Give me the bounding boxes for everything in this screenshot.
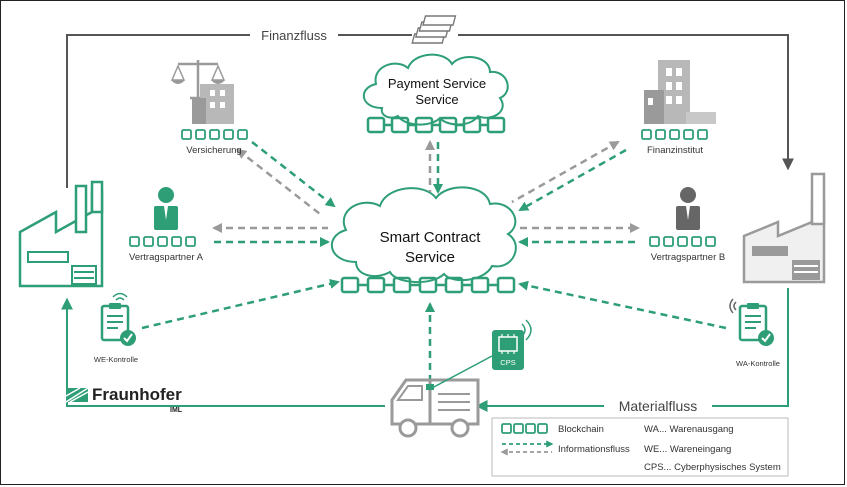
partner-a-blockchain [129, 236, 196, 247]
payment-service-subtitle: Service [415, 92, 458, 107]
info-flow-arrows [141, 140, 727, 382]
smart-contract-subtitle: Service [405, 249, 455, 266]
partner-b-blockchain [649, 236, 716, 247]
we-control-icon [100, 292, 136, 346]
we-control-label: WE-Kontrolle [94, 355, 138, 364]
payment-blockchain [366, 116, 506, 134]
finance-institute-icon [644, 60, 716, 124]
payment-service-title: Payment Service [388, 76, 486, 91]
wa-control-label: WA-Kontrolle [736, 359, 780, 368]
smart-contract-blockchain [340, 276, 516, 294]
brand-name: Fraunhofer [92, 385, 182, 404]
finance-flow-label: Finanzfluss [261, 28, 327, 43]
material-flow-line [61, 288, 789, 412]
wa-control-icon [729, 298, 774, 346]
legend-wa: WA... Warenausgang [644, 424, 734, 435]
insurance-icon [170, 60, 234, 124]
person-a-icon [154, 187, 178, 230]
legend-we: WE... Wareneingang [644, 444, 731, 455]
legend-box: Blockchain Informationsfluss WA... Waren… [491, 417, 789, 477]
person-b-icon [676, 187, 700, 230]
legend-blockchain-label: Blockchain [558, 424, 604, 435]
partner-a-label: Vertragspartner A [129, 252, 204, 263]
material-flow-label: Materialfluss [619, 398, 698, 414]
cps-label: CPS [500, 358, 515, 367]
factory-right-icon [742, 172, 826, 284]
legend-info-flow-swatch [500, 440, 554, 456]
cps-connector [431, 355, 493, 389]
cps-chip-icon [492, 319, 532, 370]
smart-contract-title: Smart Contract [380, 229, 482, 246]
legend-info-flow-label: Informationsfluss [558, 444, 630, 455]
money-icon [411, 15, 457, 44]
finance-institute-blockchain [641, 129, 708, 140]
finance-flow-line [66, 34, 794, 188]
legend-cps: CPS... Cyberphysisches System [644, 462, 781, 473]
partner-b-label: Vertragspartner B [651, 252, 725, 263]
payment-service-cloud: Payment Service Service [363, 53, 509, 126]
finance-institute-label: Finanzinstitut [647, 145, 703, 156]
insurance-label: Versicherung [186, 145, 241, 156]
brand-institute: IML [170, 407, 183, 414]
insurance-blockchain [181, 129, 248, 140]
truck-icon [390, 378, 480, 438]
smart-contract-cloud: Smart Contract Service [330, 186, 517, 284]
factory-left-icon [18, 180, 104, 288]
fraunhofer-logo: Fraunhofer IML [65, 385, 183, 414]
